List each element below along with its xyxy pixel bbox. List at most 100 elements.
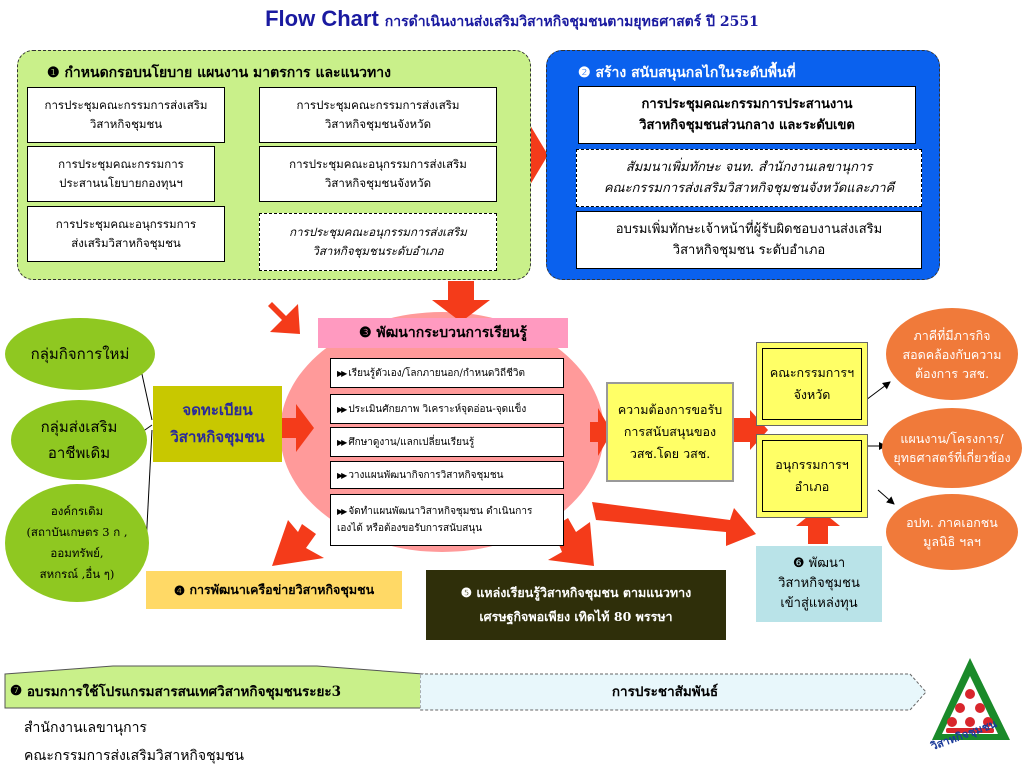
- panel2-box-2: สัมมนาเพิ่มทักษะ จนท. สำนักงานเลขานุการค…: [576, 149, 922, 207]
- double-triangle-icon: ▶▶: [337, 470, 347, 480]
- box-line: วิสาหกิจชุมชน ระดับอำเภอ: [672, 243, 826, 258]
- box-line: ส่งเสริมวิสาหกิจชุมชน: [71, 236, 181, 250]
- step5-learning-center-box: ❺ แหล่งเรียนรู้วิสาหกิจชุมชน ตามแนวทาง เ…: [426, 570, 726, 640]
- step3-item-text: ประเมินศักยภาพ วิเคราะห์จุดอ่อน-จุดแข็ง: [348, 403, 527, 415]
- committee-text: จังหวัด: [793, 387, 831, 402]
- panel1-left-box-3: การประชุมคณะอนุกรรมการส่งเสริมวิสาหกิจชุ…: [27, 206, 225, 262]
- oval-local-private: อปท. ภาคเอกชนมูลนิธิ ฯลฯ: [886, 494, 1018, 570]
- oval-partners: ภาคีที่มีภารกิจสอดคล้องกับความต้องการ วส…: [886, 308, 1018, 400]
- box-line: การประชุมคณะอนุกรรมการส่งเสริม: [289, 157, 467, 171]
- panel1-left-box-2: การประชุมคณะกรรมการประสานนโยบายกองทุนฯ: [27, 146, 215, 202]
- step6-number: ❻: [792, 556, 805, 571]
- double-triangle-icon: ▶▶: [337, 507, 347, 516]
- box-line: วิสาหกิจชุมชนระดับอำเภอ: [312, 244, 444, 258]
- register-text: วิสาหกิจชุมชน: [170, 428, 265, 446]
- step3-item-1: ▶▶เรียนรู้ตัวเอง/โลกภายนอก/กำหนดวิถีชีวิ…: [330, 358, 564, 388]
- box-line: การประชุมคณะกรรมการส่งเสริม: [44, 98, 208, 112]
- province-committee-box: คณะกรรมการฯจังหวัด: [762, 348, 862, 420]
- box-line: วิสาหกิจชุมชนจังหวัด: [324, 176, 432, 190]
- arrow-register-to-step3: [282, 404, 314, 452]
- step4-number: ❹: [173, 582, 186, 598]
- oval-new-enterprise-group: กลุ่มกิจการใหม่: [5, 318, 155, 390]
- step3-item-4: ▶▶วางแผนพัฒนากิจการวิสาหกิจชุมชน: [330, 461, 564, 489]
- oval-text: ภาคีที่มีภารกิจ: [913, 327, 991, 343]
- step4-label: การพัฒนาเครือข่ายวิสาหกิจชุมชน: [189, 582, 375, 597]
- committee-text: อนุกรรมการฯ: [775, 457, 849, 472]
- oval-text: แผนงาน/โครงการ/: [900, 431, 1004, 446]
- register-text: จดทะเบียน: [182, 401, 253, 419]
- pr-banner-shape: [420, 673, 927, 711]
- panel2-box-3: อบรมเพิ่มทักษะเจ้าหน้าที่ผู้รับผิดชอบงาน…: [576, 211, 922, 269]
- arrow-step3-to-needs: [590, 408, 612, 456]
- arrow-step3-to-step6: [592, 502, 756, 546]
- box-line: คณะกรรมการส่งเสริมวิสาหกิจชุมชนจังหวัดแล…: [603, 181, 895, 196]
- needs-text: วสช.โดย วสช.: [629, 446, 711, 461]
- step6-funding-box: ❻ พัฒนา วิสาหกิจชุมชน เข้าสู่แหล่งทุน: [756, 546, 882, 622]
- oval-text: กลุ่มกิจการใหม่: [30, 345, 130, 363]
- panel2-title-text: สร้าง สนับสนุนกลไกในระดับพื้นที่: [595, 65, 796, 81]
- oval-text: อาชีพเดิม: [47, 444, 111, 462]
- oval-existing-occupation-group: กลุ่มส่งเสริมอาชีพเดิม: [11, 400, 147, 480]
- panel1-left-box-1: การประชุมคณะกรรมการส่งเสริมวิสาหกิจชุมชน: [27, 87, 225, 143]
- step3-item-text: วางแผนพัฒนากิจการวิสาหกิจชุมชน: [348, 469, 504, 481]
- box-line: อบรมเพิ่มทักษะเจ้าหน้าที่ผู้รับผิดชอบงาน…: [615, 222, 883, 237]
- panel1-number: ❶: [47, 65, 60, 81]
- arrow-needs-to-committees: [733, 410, 768, 450]
- register-enterprise-box: จดทะเบียนวิสาหกิจชุมชน: [153, 386, 282, 462]
- needs-text: ความต้องการขอรับ: [617, 402, 723, 417]
- arrow-panels-to-step3: [432, 281, 490, 322]
- logo-emblem-icon: [932, 658, 1010, 740]
- double-triangle-icon: ▶▶: [337, 368, 347, 378]
- oval-text: องค์กรเดิม: [50, 504, 104, 518]
- panel1-right-box-3: การประชุมคณะอนุกรรมการส่งเสริมวิสาหกิจชุ…: [259, 213, 497, 271]
- step5-text: แหล่งเรียนรู้วิสาหกิจชุมชน ตามแนวทาง: [476, 585, 692, 600]
- step3-item-2: ▶▶ประเมินศักยภาพ วิเคราะห์จุดอ่อน-จุดแข็…: [330, 394, 564, 424]
- footer-line: คณะกรรมการส่งเสริมวิสาหกิจชุมชน: [24, 748, 244, 764]
- panel2-box-1: การประชุมคณะกรรมการประสานงานวิสาหกิจชุมช…: [578, 86, 916, 144]
- step7-text: อบรมการใช้โปรแกรมสารสนเทศวิสาหกิจชุมชนระ…: [26, 684, 342, 700]
- box-line: การประชุมคณะกรรมการส่งเสริม: [296, 98, 460, 112]
- box-line: วิสาหกิจชุมชนส่วนกลาง และระดับเขต: [639, 118, 855, 133]
- district-committee-box: อนุกรรมการฯอำเภอ: [762, 440, 862, 512]
- support-needs-box: ความต้องการขอรับการสนับสนุนของวสช.โดย วส…: [606, 382, 734, 482]
- oval-text: ออมทรัพย์,: [50, 546, 104, 560]
- oval-text: ยุทธศาสตร์ที่เกี่ยวข้อง: [893, 450, 1011, 465]
- double-triangle-icon: ▶▶: [337, 404, 347, 414]
- oval-text: ต้องการ วสช.: [914, 365, 990, 381]
- page-title: Flow Chart การดำเนินงานส่งเสริมวิสาหกิจชุ…: [0, 6, 1024, 33]
- panel1-title: ❶ กำหนดกรอบนโยบาย แผนงาน มาตรการ และแนวท…: [47, 62, 507, 84]
- double-triangle-icon: ▶▶: [337, 437, 347, 447]
- oval-text: สหกรณ์ ,อื่น ๆ): [39, 567, 115, 581]
- box-line: วิสาหกิจชุมชนจังหวัด: [324, 117, 432, 131]
- box-line: ประสานนโยบายกองทุนฯ: [59, 176, 183, 190]
- title-thai: การดำเนินงานส่งเสริมวิสาหกิจชุมชนตามยุทธ…: [384, 14, 759, 30]
- logo: วิสาหกิจชุมชน: [924, 654, 1020, 764]
- step7-training-label: ❼ อบรมการใช้โปรแกรมสารสนเทศวิสาหกิจชุมชน…: [10, 676, 420, 706]
- title-english: Flow Chart: [265, 6, 379, 31]
- step3-title-band: ❸ พัฒนากระบวนการเรียนรู้: [318, 318, 568, 348]
- panel1-right-box-2: การประชุมคณะอนุกรรมการส่งเสริมวิสาหกิจชุ…: [259, 146, 497, 202]
- step7-number: ❼: [10, 683, 23, 699]
- oval-text: มูลนิธิ ฯลฯ: [923, 534, 981, 549]
- step5-text: เศรษฐกิจพอเพียง เทิดไท้ 80 พรรษา: [479, 609, 673, 624]
- panel2-title: ❷ สร้าง สนับสนุนกลไกในระดับพื้นที่: [578, 62, 918, 84]
- oval-text: อปท. ภาคเอกชน: [906, 515, 998, 530]
- step3-item-text: ศึกษาดูงาน/แลกเปลี่ยนเรียนรู้: [348, 436, 475, 448]
- box-line: การประชุมคณะกรรมการ: [58, 157, 184, 171]
- arrow-to-step3-diagonal: [256, 302, 300, 334]
- connector-oval3-register: [145, 429, 153, 546]
- pr-text: การประชาสัมพันธ์: [611, 684, 719, 700]
- footer-organization: สำนักงานเลขานุการ คณะกรรมการส่งเสริมวิสา…: [24, 714, 424, 770]
- box-line: วิสาหกิจชุมชน: [89, 117, 163, 131]
- connector-province-oval1: [865, 381, 891, 401]
- box-line: สัมมนาเพิ่มทักษะ จนท. สำนักงานเลขานุการ: [625, 160, 873, 175]
- arrow-step3-to-step4: [272, 520, 324, 566]
- panel1-right-box-1: การประชุมคณะกรรมการส่งเสริมวิสาหกิจชุมชน…: [259, 87, 497, 143]
- step5-number: ❺: [460, 585, 472, 600]
- pr-label: การประชาสัมพันธ์: [420, 674, 910, 708]
- oval-text: สอดคล้องกับความ: [902, 346, 1002, 362]
- panel2-number: ❷: [578, 65, 591, 81]
- step3-number: ❸: [358, 325, 372, 341]
- step3-item-text: จัดทำแผนพัฒนาวิสาหกิจชุมชน ดำเนินการ: [348, 506, 533, 517]
- oval-text: (สถาบันเกษตร 3 ก ,: [26, 525, 128, 539]
